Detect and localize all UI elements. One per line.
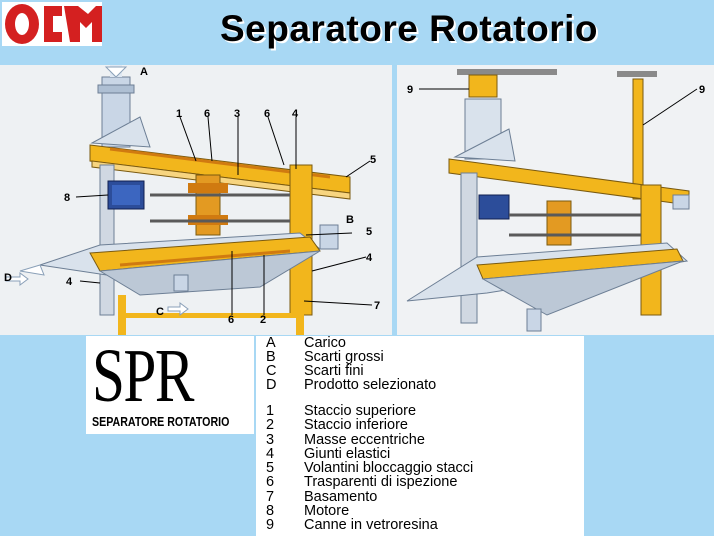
legend-item: 1 Staccio superiore: [256, 404, 584, 419]
legend-item: 3 Masse eccentriche: [256, 433, 584, 448]
legend-key: D: [266, 377, 277, 393]
legend-item: 7 Basamento: [256, 490, 584, 505]
spr-logo-text: SPR: [92, 334, 194, 418]
right-diagram: 9 9: [397, 65, 714, 335]
label-A: A: [140, 66, 148, 78]
ocrim-logo: [2, 2, 102, 46]
legend-key: 5: [266, 460, 275, 476]
legend-label: Scarti grossi: [304, 349, 384, 365]
legend-label: Canne in vetroresina: [304, 517, 438, 533]
label-8: 8: [64, 192, 70, 204]
label-C: C: [156, 306, 164, 318]
legend-key: 9: [266, 517, 275, 533]
legend-key: 7: [266, 489, 275, 505]
label-3: 3: [234, 108, 240, 120]
legend-key: 3: [266, 432, 275, 448]
label-9-right: 9: [699, 84, 705, 96]
legend-item: 5 Volantini bloccaggio stacci: [256, 461, 584, 476]
legend-label: Masse eccentriche: [304, 432, 425, 448]
legend-label: Basamento: [304, 489, 378, 505]
legend-key: B: [266, 349, 276, 365]
legend-key: 6: [266, 474, 275, 490]
legend-key: 4: [266, 446, 275, 462]
label-6-bottom: 6: [228, 314, 234, 326]
legend-item: C Scarti fini: [256, 364, 584, 379]
legend-item: A Carico: [256, 336, 584, 351]
legend-key: C: [266, 363, 277, 379]
legend-label: Scarti fini: [304, 363, 364, 379]
legend-label: Giunti elastici: [304, 446, 391, 462]
label-6-top-left: 6: [204, 108, 210, 120]
legend-label: Volantini bloccaggio stacci: [304, 460, 474, 476]
legend-item: 6 Trasparenti di ispezione: [256, 475, 584, 490]
label-6-top-right: 6: [264, 108, 270, 120]
label-9-left: 9: [407, 84, 413, 96]
label-5-top: 5: [370, 154, 376, 166]
legend-label: Trasparenti di ispezione: [304, 474, 458, 490]
legend-key: 1: [266, 403, 275, 419]
label-5-middle: 5: [366, 226, 372, 238]
spr-subtitle: SEPARATORE ROTATORIO: [92, 414, 230, 429]
label-7: 7: [374, 300, 380, 312]
label-B: B: [346, 214, 354, 226]
legend-label: Staccio superiore: [304, 403, 417, 419]
legend-item: D Prodotto selezionato: [256, 378, 584, 393]
label-2: 2: [260, 314, 266, 326]
legend-label: Staccio inferiore: [304, 417, 408, 433]
page-title: Separatore Rotatorio Separatore Rotatori…: [104, 8, 714, 51]
legend-key: 2: [266, 417, 275, 433]
legend-item: 4 Giunti elastici: [256, 447, 584, 462]
left-diagram: A 1 6 3 6 4 5 8 B 5 4 D 4 C 6 2 7: [0, 65, 392, 335]
spr-logo-box: SPR SEPARATORE ROTATORIO: [86, 336, 254, 434]
legend-key: 8: [266, 503, 275, 519]
title-shadow: Separatore Rotatorio: [221, 10, 600, 51]
label-D: D: [4, 272, 12, 284]
left-diagram-drawing: A 1 6 3 6 4 5 8 B 5 4 D 4 C 6 2 7: [4, 65, 380, 335]
legend-label: Carico: [304, 335, 346, 351]
legend: A Carico B Scarti grossi C Scarti fini D Pro…: [256, 336, 584, 536]
legend-item: 9 Canne in vetroresina: [256, 518, 584, 533]
legend-item: 8 Motore: [256, 504, 584, 519]
label-4-left: 4: [66, 276, 73, 288]
legend-key: A: [266, 335, 276, 351]
label-4-top: 4: [292, 108, 299, 120]
legend-label: Prodotto selezionato: [304, 377, 437, 393]
legend-item: B Scarti grossi: [256, 350, 584, 365]
legend-label: Motore: [304, 503, 350, 519]
label-1: 1: [176, 108, 182, 120]
legend-item: 2 Staccio inferiore: [256, 418, 584, 433]
title-text: Separatore Rotatorio: [219, 8, 598, 49]
label-4-right: 4: [366, 252, 373, 264]
right-diagram-drawing: 9 9: [406, 69, 705, 332]
